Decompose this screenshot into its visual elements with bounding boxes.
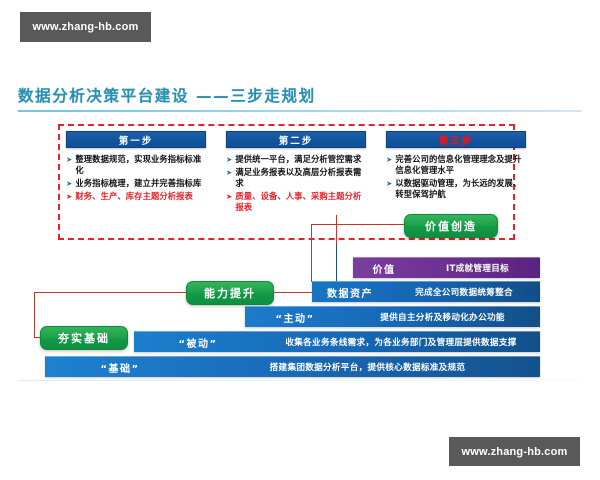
connector-ability-vertical <box>34 292 35 337</box>
value-creation-pill[interactable]: 价值创造 <box>404 214 498 238</box>
connector-ability-horizontal <box>34 292 187 293</box>
bar-base-key: “基础” <box>100 363 140 375</box>
bar-passive-text: 收集各业务条线需求，为各业务部门及管理层提供数据支撑 <box>285 338 517 348</box>
list-item: ➤ 以数据驱动管理，为长远的发展、转型保驾护航 <box>386 178 526 200</box>
bullet-arrow-icon: ➤ <box>226 168 233 177</box>
bar-value: 价值 IT成就管理目标 <box>353 257 540 278</box>
bar-passive-key: “被动” <box>178 338 218 350</box>
bullet-arrow-icon: ➤ <box>226 192 233 201</box>
list-item-label: 以数据驱动管理，为长远的发展、转型保驾护航 <box>395 178 522 199</box>
step-1-header: 第一步 <box>66 131 206 148</box>
connector-value-vertical <box>311 224 312 282</box>
bullet-arrow-icon: ➤ <box>226 155 233 164</box>
list-item-label: 业务指标梳理，建立并完善指标库 <box>75 178 202 188</box>
bar-base: “基础” 搭建集团数据分析平台，提供核心数据标准及规范 <box>45 356 540 377</box>
list-item: ➤ 整理数据规范，实现业务指标标准化 <box>66 154 206 176</box>
connector-step2-drop <box>336 215 337 291</box>
bar-value-key: 价值 <box>372 264 396 276</box>
bar-data-asset-text: 完成全公司数据统筹整合 <box>415 288 513 298</box>
list-item-label: 提供统一平台，满足分析管控需求 <box>235 154 362 164</box>
list-item-label: 整理数据规范，实现业务指标标准化 <box>75 154 202 175</box>
bar-active: “主动” 提供自主分析及移动化办公功能 <box>245 306 540 327</box>
list-item: ➤ 完善公司的信息化管理理念及提升信息化管理水平 <box>386 154 526 176</box>
bottom-divider <box>18 380 582 381</box>
bullet-arrow-icon: ➤ <box>66 155 73 164</box>
list-item-label: 质量、设备、人事、采购主题分析报表 <box>235 191 362 212</box>
step-column-3: 第三步 ➤ 完善公司的信息化管理理念及提升信息化管理水平 ➤ 以数据驱动管理，为… <box>386 131 526 202</box>
list-item-label: 完善公司的信息化管理理念及提升信息化管理水平 <box>395 154 522 175</box>
bar-passive: “被动” 收集各业务条线需求，为各业务部门及管理层提供数据支撑 <box>134 331 540 352</box>
list-item: ➤ 提供统一平台，满足分析管控需求 <box>226 154 366 165</box>
ability-upgrade-pill[interactable]: 能力提升 <box>186 281 274 305</box>
bar-data-asset: 数据资产 完成全公司数据统筹整合 <box>312 281 540 302</box>
step-1-bullets: ➤ 整理数据规范，实现业务指标标准化 ➤ 业务指标梳理，建立并完善指标库 ➤ 财… <box>66 154 206 202</box>
bar-active-text: 提供自主分析及移动化办公功能 <box>380 313 505 323</box>
step-2-header: 第二步 <box>226 131 366 148</box>
step-column-1: 第一步 ➤ 整理数据规范，实现业务指标标准化 ➤ 业务指标梳理，建立并完善指标库… <box>66 131 206 204</box>
step-3-bullets: ➤ 完善公司的信息化管理理念及提升信息化管理水平 ➤ 以数据驱动管理，为长远的发… <box>386 154 526 200</box>
list-item-label: 财务、生产、库存主题分析报表 <box>75 191 193 201</box>
title-underline <box>18 110 582 112</box>
step-3-header: 第三步 <box>386 131 526 148</box>
bullet-arrow-icon: ➤ <box>66 179 73 188</box>
list-item-label: 满足业务报表以及高层分析报表需求 <box>235 167 362 188</box>
list-item: ➤ 质量、设备、人事、采购主题分析报表 <box>226 191 366 213</box>
bullet-arrow-icon: ➤ <box>386 155 393 164</box>
connector-foundation-horizontal <box>34 337 41 338</box>
slide-title-block: 数据分析决策平台建设 ——三步走规划 <box>18 84 582 112</box>
list-item: ➤ 满足业务报表以及高层分析报表需求 <box>226 167 366 189</box>
connector-step2-drop-upper <box>336 215 337 245</box>
watermark-top: www.zhang-hb.com <box>20 12 151 42</box>
connector-ability-right <box>271 292 313 293</box>
page-title: 数据分析决策平台建设 ——三步走规划 <box>18 87 316 105</box>
watermark-bottom: www.zhang-hb.com <box>449 437 580 466</box>
solid-foundation-pill[interactable]: 夯实基础 <box>40 326 128 350</box>
list-item: ➤ 财务、生产、库存主题分析报表 <box>66 191 206 202</box>
three-step-dashed-frame <box>58 124 515 240</box>
bar-active-key: “主动” <box>275 313 315 325</box>
bar-value-text: IT成就管理目标 <box>445 264 510 274</box>
bar-base-text: 搭建集团数据分析平台，提供核心数据标准及规范 <box>269 363 466 373</box>
step-column-2: 第二步 ➤ 提供统一平台，满足分析管控需求 ➤ 满足业务报表以及高层分析报表需求… <box>226 131 366 215</box>
bullet-arrow-icon: ➤ <box>66 192 73 201</box>
connector-value-horizontal <box>311 224 405 225</box>
list-item: ➤ 业务指标梳理，建立并完善指标库 <box>66 178 206 189</box>
step-2-bullets: ➤ 提供统一平台，满足分析管控需求 ➤ 满足业务报表以及高层分析报表需求 ➤ 质… <box>226 154 366 213</box>
bar-data-asset-key: 数据资产 <box>327 288 373 300</box>
bullet-arrow-icon: ➤ <box>386 179 393 188</box>
